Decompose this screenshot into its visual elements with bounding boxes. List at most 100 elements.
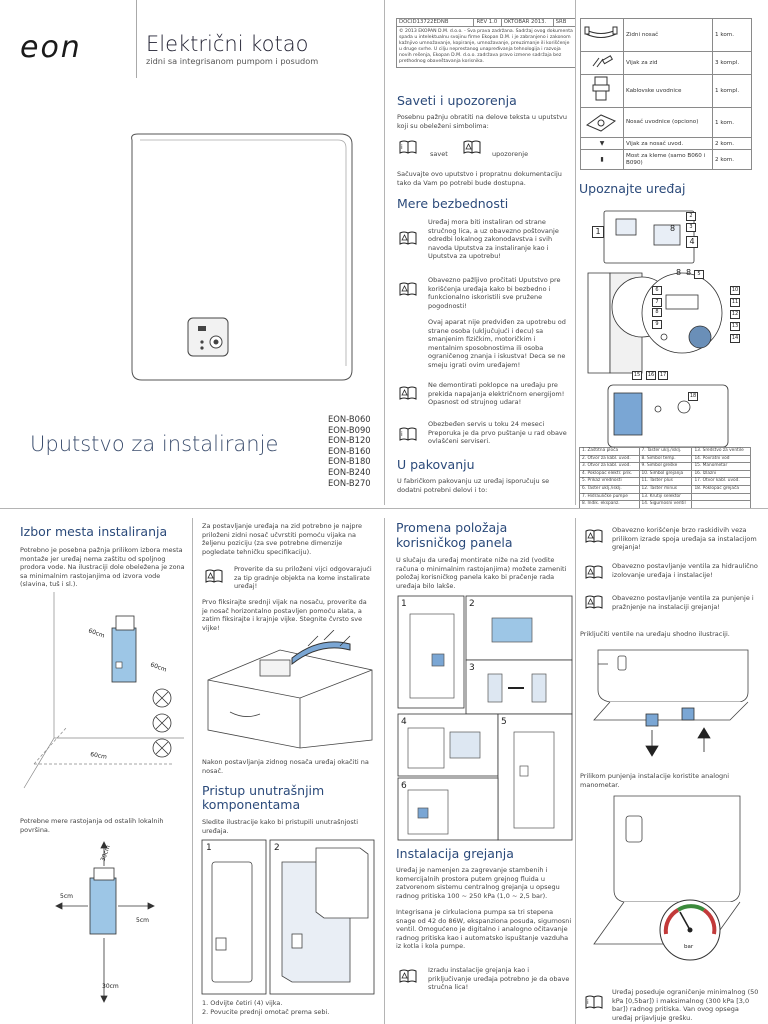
step-number: 5 (501, 717, 507, 727)
instalacija-text-2: Integrisana je cirkulaciona pumpa sa tri… (396, 908, 572, 951)
part-image (580, 51, 624, 75)
clearance-dimensions-diagram: 30cm 5cm 5cm 30cm (55, 841, 155, 1003)
column-divider (575, 0, 576, 505)
callout-13: 13 (730, 322, 740, 331)
mere-item: Obezbeđen servis u toku 24 meseci Prepor… (428, 420, 567, 446)
svg-text:8: 8 (676, 268, 681, 277)
part-qty: 1 kom. (712, 107, 752, 138)
part-name: Kablovske uvodnice (623, 74, 713, 108)
warning-book-icon (399, 231, 417, 245)
legend-cell: 8. Simbol temp. (638, 454, 693, 464)
model-list: EON-B060 EON-B090 EON-B120 EON-B160 EON-… (328, 414, 371, 488)
gland-holder-icon (585, 113, 617, 132)
svg-text:1: 1 (206, 843, 212, 853)
part-qty: 3 kompl. (712, 51, 752, 75)
legend-cell: 7. Hidrauličke pumpe (579, 492, 640, 502)
callout-14: 14 (730, 334, 740, 343)
upoznajte-heading: Upoznajte uređaj (579, 181, 686, 196)
doc-lang: SRB (552, 18, 577, 27)
screw-icon (592, 55, 614, 68)
saveti-keep-text: Sačuvajte ovo uputstvo i propratnu dokum… (397, 170, 562, 187)
pristup-step-1: 1. Odvijte četiri (4) vijka. (202, 999, 283, 1007)
legend-cell: 18. Poklopac grejača (691, 484, 751, 494)
callout-10: 10 (730, 286, 740, 295)
part-name: Vijak za nosač uvod. (623, 137, 713, 150)
callout-2: 2 (686, 212, 696, 221)
pakovanje-text: U fabričkom pakovanju uz uređaj isporuču… (397, 477, 550, 494)
heating-warning-3: Obavezno postavljanje ventila za punjenj… (612, 594, 754, 611)
legend-cell: 9. Simbol greške (638, 462, 693, 471)
mere-item: Obavezno pažljivo pročitati Uputstvo pre… (428, 276, 561, 310)
mere-item: Ne demontirati poklopce na uređaju pre p… (428, 381, 565, 407)
legend-cell: 1. Zaštitna ploča (579, 447, 640, 456)
step-number: 1 (401, 599, 407, 609)
legend-cell: 11. Taster plus (638, 477, 693, 486)
warning-book-icon (585, 565, 603, 579)
model-item: EON-B270 (328, 477, 371, 488)
terminal-bridge-icon: ▮ (600, 156, 604, 163)
model-item: EON-B120 (328, 435, 371, 446)
part-image (580, 107, 624, 138)
copyright-notice: © 2013 EKOPAN D.M. d.o.o. - Sva prava za… (396, 25, 576, 69)
callout-3: 3 (686, 223, 696, 232)
heating-warning-2: Obavezno postavljanje ventila za hidraul… (612, 562, 758, 579)
callout-8: 8 (652, 308, 662, 317)
warning-book-icon (585, 529, 603, 543)
dim-label: 60cm (90, 751, 108, 761)
legend-cell: 13. Krutiji selektor (638, 492, 693, 502)
dim-label: 5cm (136, 917, 149, 924)
panel-relocation-diagram: 1 2 3 4 5 6 (397, 595, 573, 841)
brand-logo: eon (20, 30, 82, 65)
bracket-text: Za postavljanje uređaja na zid potrebno … (202, 522, 363, 556)
dim-label: 5cm (60, 893, 73, 900)
step-number: 4 (401, 717, 407, 727)
pristup-text: Sledite ilustracije kako bi pristupili u… (202, 818, 359, 835)
legend-cell: 4. Poklopac elektr. prik. (579, 469, 640, 479)
dim-label: 60cm (87, 627, 105, 639)
title-divider (136, 0, 137, 78)
instalacija-text-1: Uređaj je namenjen za zagrevanje stamben… (396, 866, 560, 900)
manometer-text: Prilikom punjenja instalacije koristite … (580, 772, 730, 789)
warning-book-icon (399, 386, 417, 400)
part-qty: 2 kom. (712, 149, 752, 170)
pressure-limit-note: Uređaj poseduje ograničenje minimalnog (… (612, 988, 759, 1022)
legend-cell: 12. Taster minus (638, 484, 693, 494)
heating-warning-1: Obavezno korišćenje brzo raskidivih veza… (612, 526, 757, 552)
model-item: EON-B240 (328, 466, 371, 477)
warning-book-icon (399, 282, 417, 296)
bracket-warning: Proverite da su priloženi vijci odgovara… (234, 565, 372, 591)
step-number: 2 (469, 599, 475, 609)
callout-7: 7 (652, 298, 662, 307)
callout-6: 6 (652, 286, 662, 295)
column-divider (384, 518, 385, 1024)
svg-text:i: i (401, 144, 403, 151)
wall-bracket-icon (584, 26, 618, 38)
boiler-illustration (131, 133, 353, 381)
page-title: Električni kotao (146, 32, 309, 56)
model-item: EON-B180 (328, 456, 371, 467)
warning-book-icon (399, 969, 417, 983)
callout-1: 1 (592, 226, 604, 238)
legend-cell: 13. Sredstvo za ventile (691, 447, 751, 456)
savet-label: savet (430, 150, 448, 158)
dim-label: 30cm (102, 983, 119, 990)
pristup-heading: Pristup unutrašnjim komponentama (202, 783, 325, 812)
part-image (580, 74, 624, 108)
part-name: Most za kleme (samo B060 i B090) (623, 149, 713, 170)
callout-16: 16 (646, 371, 656, 380)
pakovanje-heading: U pakovanju (397, 457, 475, 472)
callout-4: 4 (686, 236, 698, 248)
page-subtitle: zidni sa integrisanom pumpom i posudom (146, 56, 319, 66)
manual-title: Uputstvo za instaliranje (30, 432, 279, 456)
legend-cell: 7. Taster uklj./isklj. (638, 447, 693, 456)
svg-text:i: i (401, 431, 403, 438)
doc-date: OKTOBAR 2013. (500, 18, 554, 27)
parts-table: Zidni nosač 1 kom. Vijak za zid 3 kompl.… (580, 18, 752, 170)
cable-gland-icon (592, 76, 610, 101)
valves-text: Priključiti ventile na uređaju shodno il… (580, 630, 730, 638)
callout-18: 18 (688, 392, 698, 401)
book-icon: i (585, 995, 603, 1009)
part-name: Zidni nosač (623, 18, 713, 52)
step-number: 6 (401, 781, 407, 791)
pristup-step-2: 2. Povucite prednji omotač prema sebi. (202, 1008, 330, 1016)
